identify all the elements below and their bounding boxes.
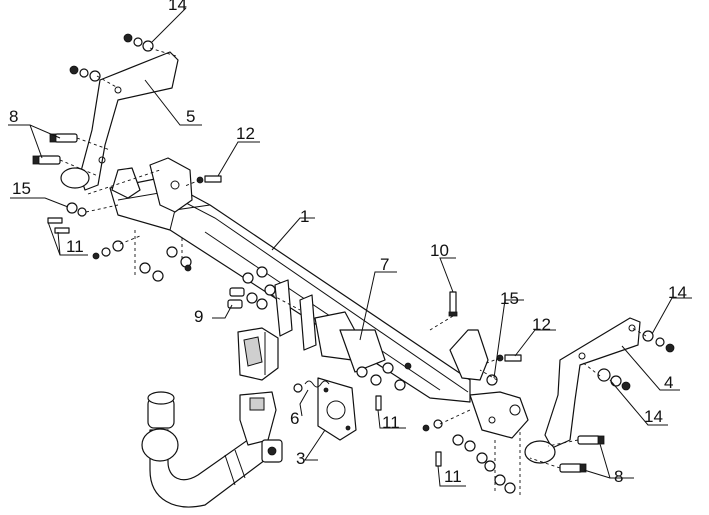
callout-11-mid: 11 bbox=[382, 413, 400, 432]
callout-11-bottom: 11 bbox=[444, 467, 462, 486]
callout-7: 7 bbox=[380, 255, 389, 274]
callout-12-right: 12 bbox=[532, 315, 551, 334]
callout-8-left: 8 bbox=[9, 107, 18, 126]
callout-6: 6 bbox=[290, 409, 299, 428]
callout-14-right-bottom: 14 bbox=[644, 407, 663, 426]
callout-14-top: 14 bbox=[168, 0, 187, 14]
callout-9: 9 bbox=[194, 307, 203, 326]
left-side-bracket bbox=[60, 51, 179, 191]
leader-lines bbox=[8, 7, 692, 487]
mid-drop-brackets bbox=[274, 279, 386, 373]
crossbar-beam bbox=[109, 177, 471, 403]
callout-15-left: 15 bbox=[12, 179, 31, 198]
callout-15-right: 15 bbox=[500, 289, 519, 308]
callout-labels: 14 5 8 15 11 12 1 7 10 9 15 12 14 4 14 8… bbox=[9, 0, 687, 486]
callout-14-right-top: 14 bbox=[668, 283, 687, 302]
socket-plate bbox=[317, 377, 357, 441]
ball-neck bbox=[141, 391, 283, 508]
callout-3: 3 bbox=[296, 449, 305, 468]
callout-8-right: 8 bbox=[614, 467, 623, 486]
hardware-fasteners bbox=[32, 33, 675, 494]
socket-housing bbox=[237, 327, 279, 381]
assembly-guide-lines bbox=[59, 47, 647, 496]
right-beam-bracket bbox=[449, 329, 529, 439]
spring bbox=[293, 380, 330, 393]
left-beam-bracket bbox=[111, 157, 193, 213]
callout-5: 5 bbox=[186, 107, 195, 126]
callout-10: 10 bbox=[430, 241, 449, 260]
callout-4: 4 bbox=[664, 373, 673, 392]
callout-11-left: 11 bbox=[66, 237, 84, 256]
callout-12-left: 12 bbox=[236, 124, 255, 143]
right-side-bracket bbox=[524, 317, 641, 464]
callout-1: 1 bbox=[300, 207, 309, 226]
